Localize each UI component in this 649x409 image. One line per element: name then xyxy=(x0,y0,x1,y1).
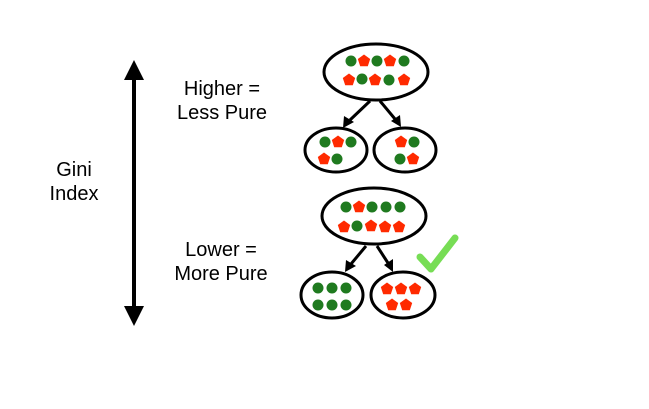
green-circle-icon xyxy=(340,201,352,213)
green-circle-icon xyxy=(326,299,338,311)
lower-label-line2: More Pure xyxy=(174,263,268,285)
red-pentagon-icon xyxy=(331,135,345,148)
red-pentagon-icon xyxy=(408,282,422,295)
red-pentagon-icon xyxy=(392,220,406,233)
red-pentagon-icon xyxy=(406,152,420,165)
higher-label-line1: Higher = xyxy=(183,78,261,100)
arrow-down-head xyxy=(124,306,144,326)
split-arrow-right-head xyxy=(391,115,401,127)
red-pentagon-icon xyxy=(357,54,371,67)
green-circle-icon xyxy=(394,201,406,213)
green-circle-icon xyxy=(319,136,331,148)
lower-label-line1: Lower = xyxy=(185,239,257,261)
red-pentagon-icon xyxy=(383,54,397,67)
split-arrow-left-head xyxy=(343,116,354,128)
gini-label-line2: Index xyxy=(49,183,99,205)
split-arrow-right xyxy=(375,245,390,264)
red-pentagon-icon xyxy=(342,73,356,86)
parent-node xyxy=(322,42,430,102)
gini-label-line1: Gini xyxy=(56,159,92,181)
green-circle-icon xyxy=(408,136,420,148)
green-circle-icon xyxy=(312,282,324,294)
green-circle-icon xyxy=(351,220,363,232)
left-child-node xyxy=(303,126,369,174)
red-pentagon-icon xyxy=(364,219,378,232)
red-pentagon-icon xyxy=(352,200,366,213)
right-child-node xyxy=(369,270,437,320)
parent-node xyxy=(320,186,428,246)
green-circle-icon xyxy=(398,55,410,67)
green-circle-icon xyxy=(371,55,383,67)
arrow-up-head xyxy=(124,60,144,80)
green-circle-icon xyxy=(340,282,352,294)
red-pentagon-icon xyxy=(380,282,394,295)
red-pentagon-icon xyxy=(337,220,351,233)
green-circle-icon xyxy=(383,74,395,86)
red-pentagon-icon xyxy=(385,298,399,311)
left-child-node xyxy=(299,270,365,320)
green-circle-icon xyxy=(366,201,378,213)
red-pentagon-icon xyxy=(394,282,408,295)
green-circle-icon xyxy=(326,282,338,294)
less-pure-split xyxy=(303,42,438,174)
red-pentagon-icon xyxy=(399,298,413,311)
red-pentagon-icon xyxy=(397,73,411,86)
gini-axis-arrow xyxy=(124,60,144,326)
higher-less-pure-label: Higher = Less Pure xyxy=(162,77,282,125)
green-circle-icon xyxy=(356,73,368,85)
green-circle-icon xyxy=(331,153,343,165)
split-arrow-left-head xyxy=(345,260,356,272)
red-pentagon-icon xyxy=(317,152,331,165)
split-arrow-right xyxy=(378,100,397,120)
green-circle-icon xyxy=(312,299,324,311)
red-pentagon-icon xyxy=(378,220,392,233)
gini-index-label: Gini Index xyxy=(30,158,118,206)
split-arrow-left xyxy=(349,245,368,265)
right-child-node xyxy=(372,126,438,174)
red-pentagon-icon xyxy=(368,73,382,86)
split-arrow-right-head xyxy=(384,259,393,272)
checkmark-icon xyxy=(416,234,459,273)
green-circle-icon xyxy=(345,136,357,148)
class-tokens xyxy=(312,54,422,311)
green-circle-icon xyxy=(345,55,357,67)
split-arrow-left xyxy=(348,99,372,122)
green-circle-icon xyxy=(380,201,392,213)
red-pentagon-icon xyxy=(394,135,408,148)
higher-label-line2: Less Pure xyxy=(176,102,268,124)
green-circle-icon xyxy=(394,153,406,165)
green-circle-icon xyxy=(340,299,352,311)
lower-more-pure-label: Lower = More Pure xyxy=(158,238,284,286)
